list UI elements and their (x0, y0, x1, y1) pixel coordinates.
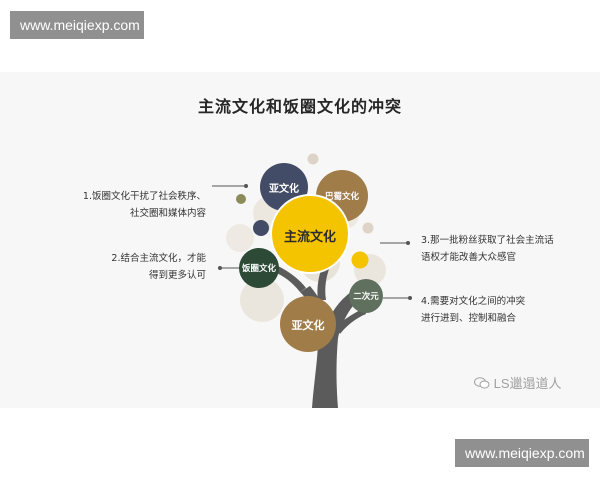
note-2-line-1: 2.结合主流文化，才能 (111, 253, 206, 264)
tree-branch (274, 266, 306, 292)
page-title: 主流文化和饭圈文化的冲突 (197, 97, 402, 116)
note-1-line-2: 社交圈和媒体内容 (129, 208, 206, 219)
bubble-center (270, 194, 350, 274)
bubble-center-label: 主流文化 (283, 230, 336, 245)
note-1-line-1: 1.饭圈文化干扰了社会秩序、 (82, 191, 206, 202)
connector-dot (244, 184, 248, 188)
watermark-top: www.meiqiexp.com (10, 11, 144, 39)
decor-dot (362, 222, 374, 234)
decor-circle (226, 224, 254, 252)
tree-branch (336, 308, 366, 334)
decor-circle (240, 278, 284, 322)
bubble-bottom-label: 亚文化 (291, 319, 325, 332)
decor-dot (307, 153, 319, 165)
connector-dot (406, 241, 410, 245)
note-4-line-2: 进行进到、控制和融合 (421, 313, 517, 324)
note-4: 4.需要对文化之间的冲突 进行进到、控制和融合 (421, 293, 525, 327)
note-3-line-2: 语权才能改善大众感官 (421, 252, 517, 263)
bubble-right (349, 279, 383, 313)
bubble-bottom (280, 296, 336, 352)
note-3-line-1: 3.那一批粉丝获取了社会主流话 (421, 235, 554, 246)
credit-text: LS邋遢道人 (493, 376, 562, 391)
decor-dot (351, 251, 369, 269)
note-2-line-2: 得到更多认可 (148, 270, 206, 281)
bubble-right-label: 二次元 (353, 292, 379, 302)
bubble-left-label: 饭圈文化 (241, 264, 276, 274)
note-1: 1.饭圈文化干扰了社会秩序、 社交圈和媒体内容 (40, 188, 206, 222)
note-4-line-1: 4.需要对文化之间的冲突 (421, 296, 526, 307)
connector-dot (218, 266, 222, 270)
wechat-icon (474, 377, 490, 389)
note-2: 2.结合主流文化，才能 得到更多认可 (40, 250, 206, 284)
watermark-bottom: www.meiqiexp.com (455, 439, 589, 467)
decor-dot (236, 194, 246, 204)
decor-dot (253, 220, 269, 236)
bubble-top-right-label: 巴蜀文化 (324, 192, 359, 202)
wechat-credit: LS邋遢道人 (474, 373, 562, 392)
connector-dot (408, 296, 412, 300)
bubble-left (239, 248, 279, 288)
note-3: 3.那一批粉丝获取了社会主流话 语权才能改善大众感官 (421, 232, 554, 266)
bubble-top-left-label: 亚文化 (269, 184, 299, 195)
